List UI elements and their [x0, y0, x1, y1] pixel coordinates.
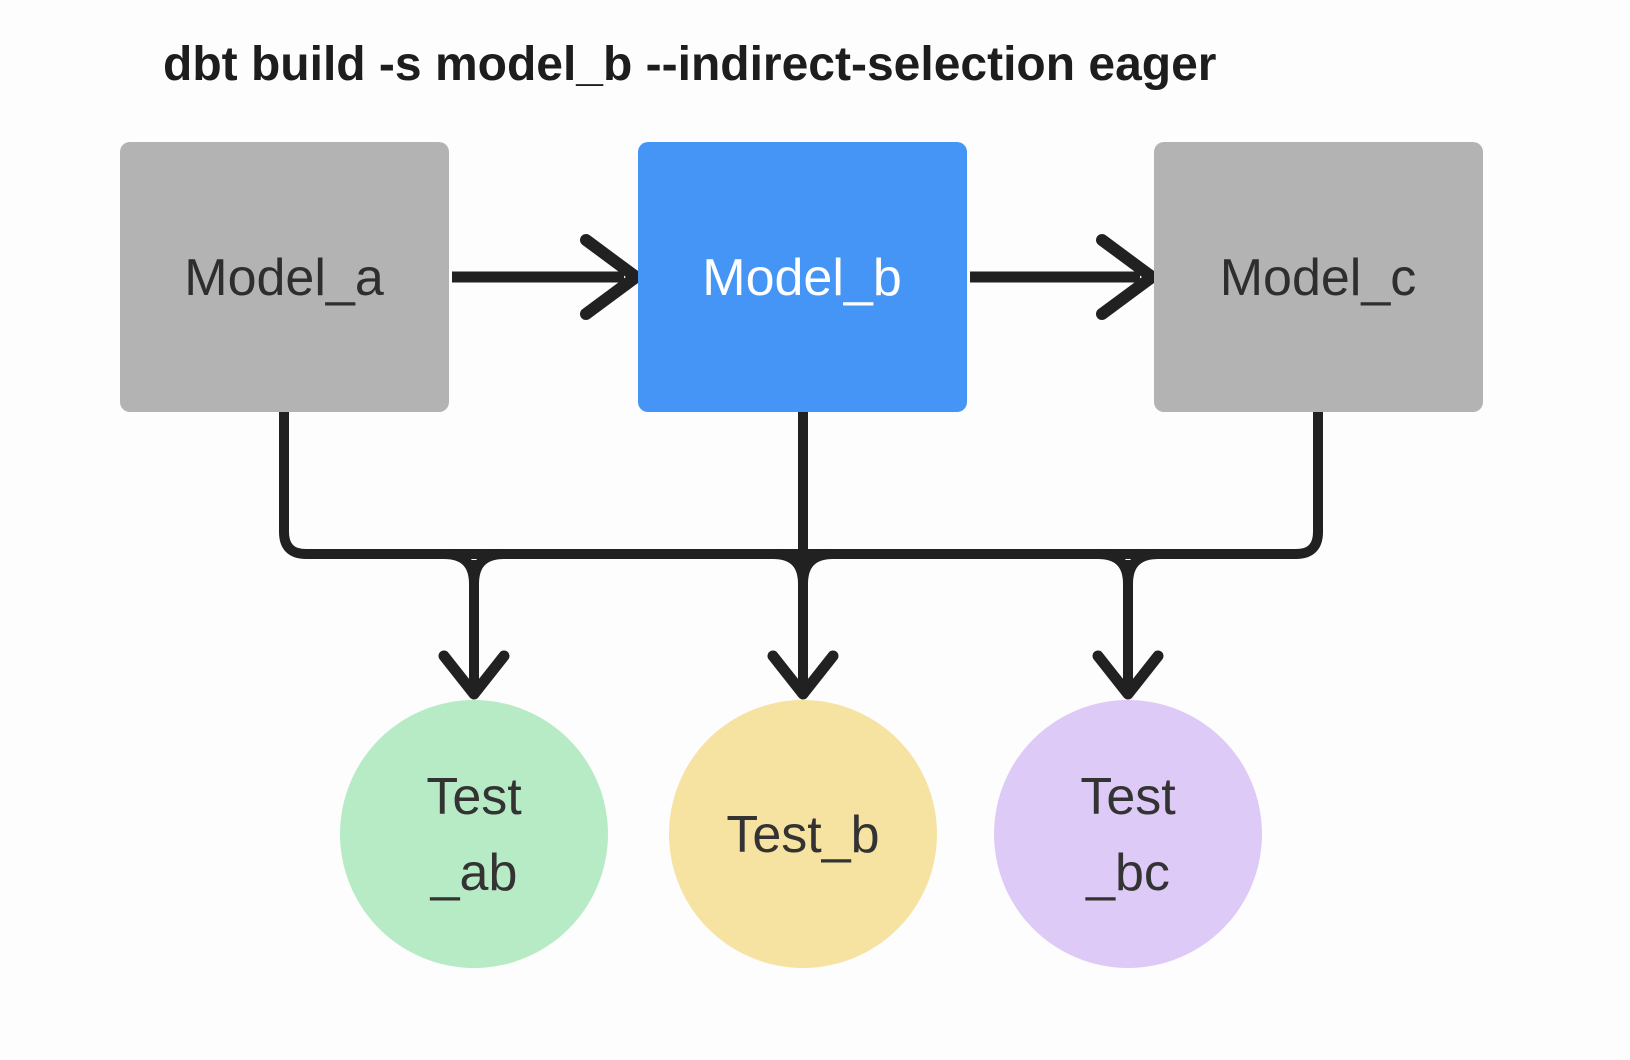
model-a-label: Model_a: [184, 249, 384, 307]
model-nodes: Model_a Model_b Model_c: [120, 142, 1483, 412]
edge-branch-test-b-arrowhead: [767, 650, 839, 700]
command-title: dbt build -s model_b --indirect-selectio…: [163, 38, 1216, 91]
model-b-node: [638, 142, 967, 412]
edge-branch-test-ab: [443, 549, 505, 686]
test-b-node: [669, 700, 937, 968]
edge-lines: [279, 234, 1323, 700]
edge-branch-test-ab-arrowhead: [438, 650, 510, 700]
edge-branch-test-b: [772, 412, 834, 686]
test-b-label: Test_b: [726, 806, 879, 864]
model-a-node: [120, 142, 449, 412]
model-c-node: [1154, 142, 1483, 412]
edge-branch-test-bc-arrowhead: [1092, 650, 1164, 700]
test-bc-label-line1: Test: [1080, 768, 1176, 826]
test-bc-label-line2: _bc: [1085, 844, 1170, 902]
test-bc-node: [994, 700, 1262, 968]
test-ab-label-line2: _ab: [430, 844, 518, 902]
model-b-label: Model_b: [702, 249, 901, 307]
test-ab-label-line1: Test: [426, 768, 522, 826]
edge-model-a-to-model-b-arrowhead: [580, 234, 642, 320]
test-ab-node: [340, 700, 608, 968]
edge-branch-test-bc: [1097, 549, 1159, 686]
edge-model-b-to-model-c-arrowhead: [1096, 234, 1158, 320]
model-c-label: Model_c: [1220, 249, 1417, 307]
test-nodes: Test _ab Test_b Test _bc: [340, 700, 1262, 968]
